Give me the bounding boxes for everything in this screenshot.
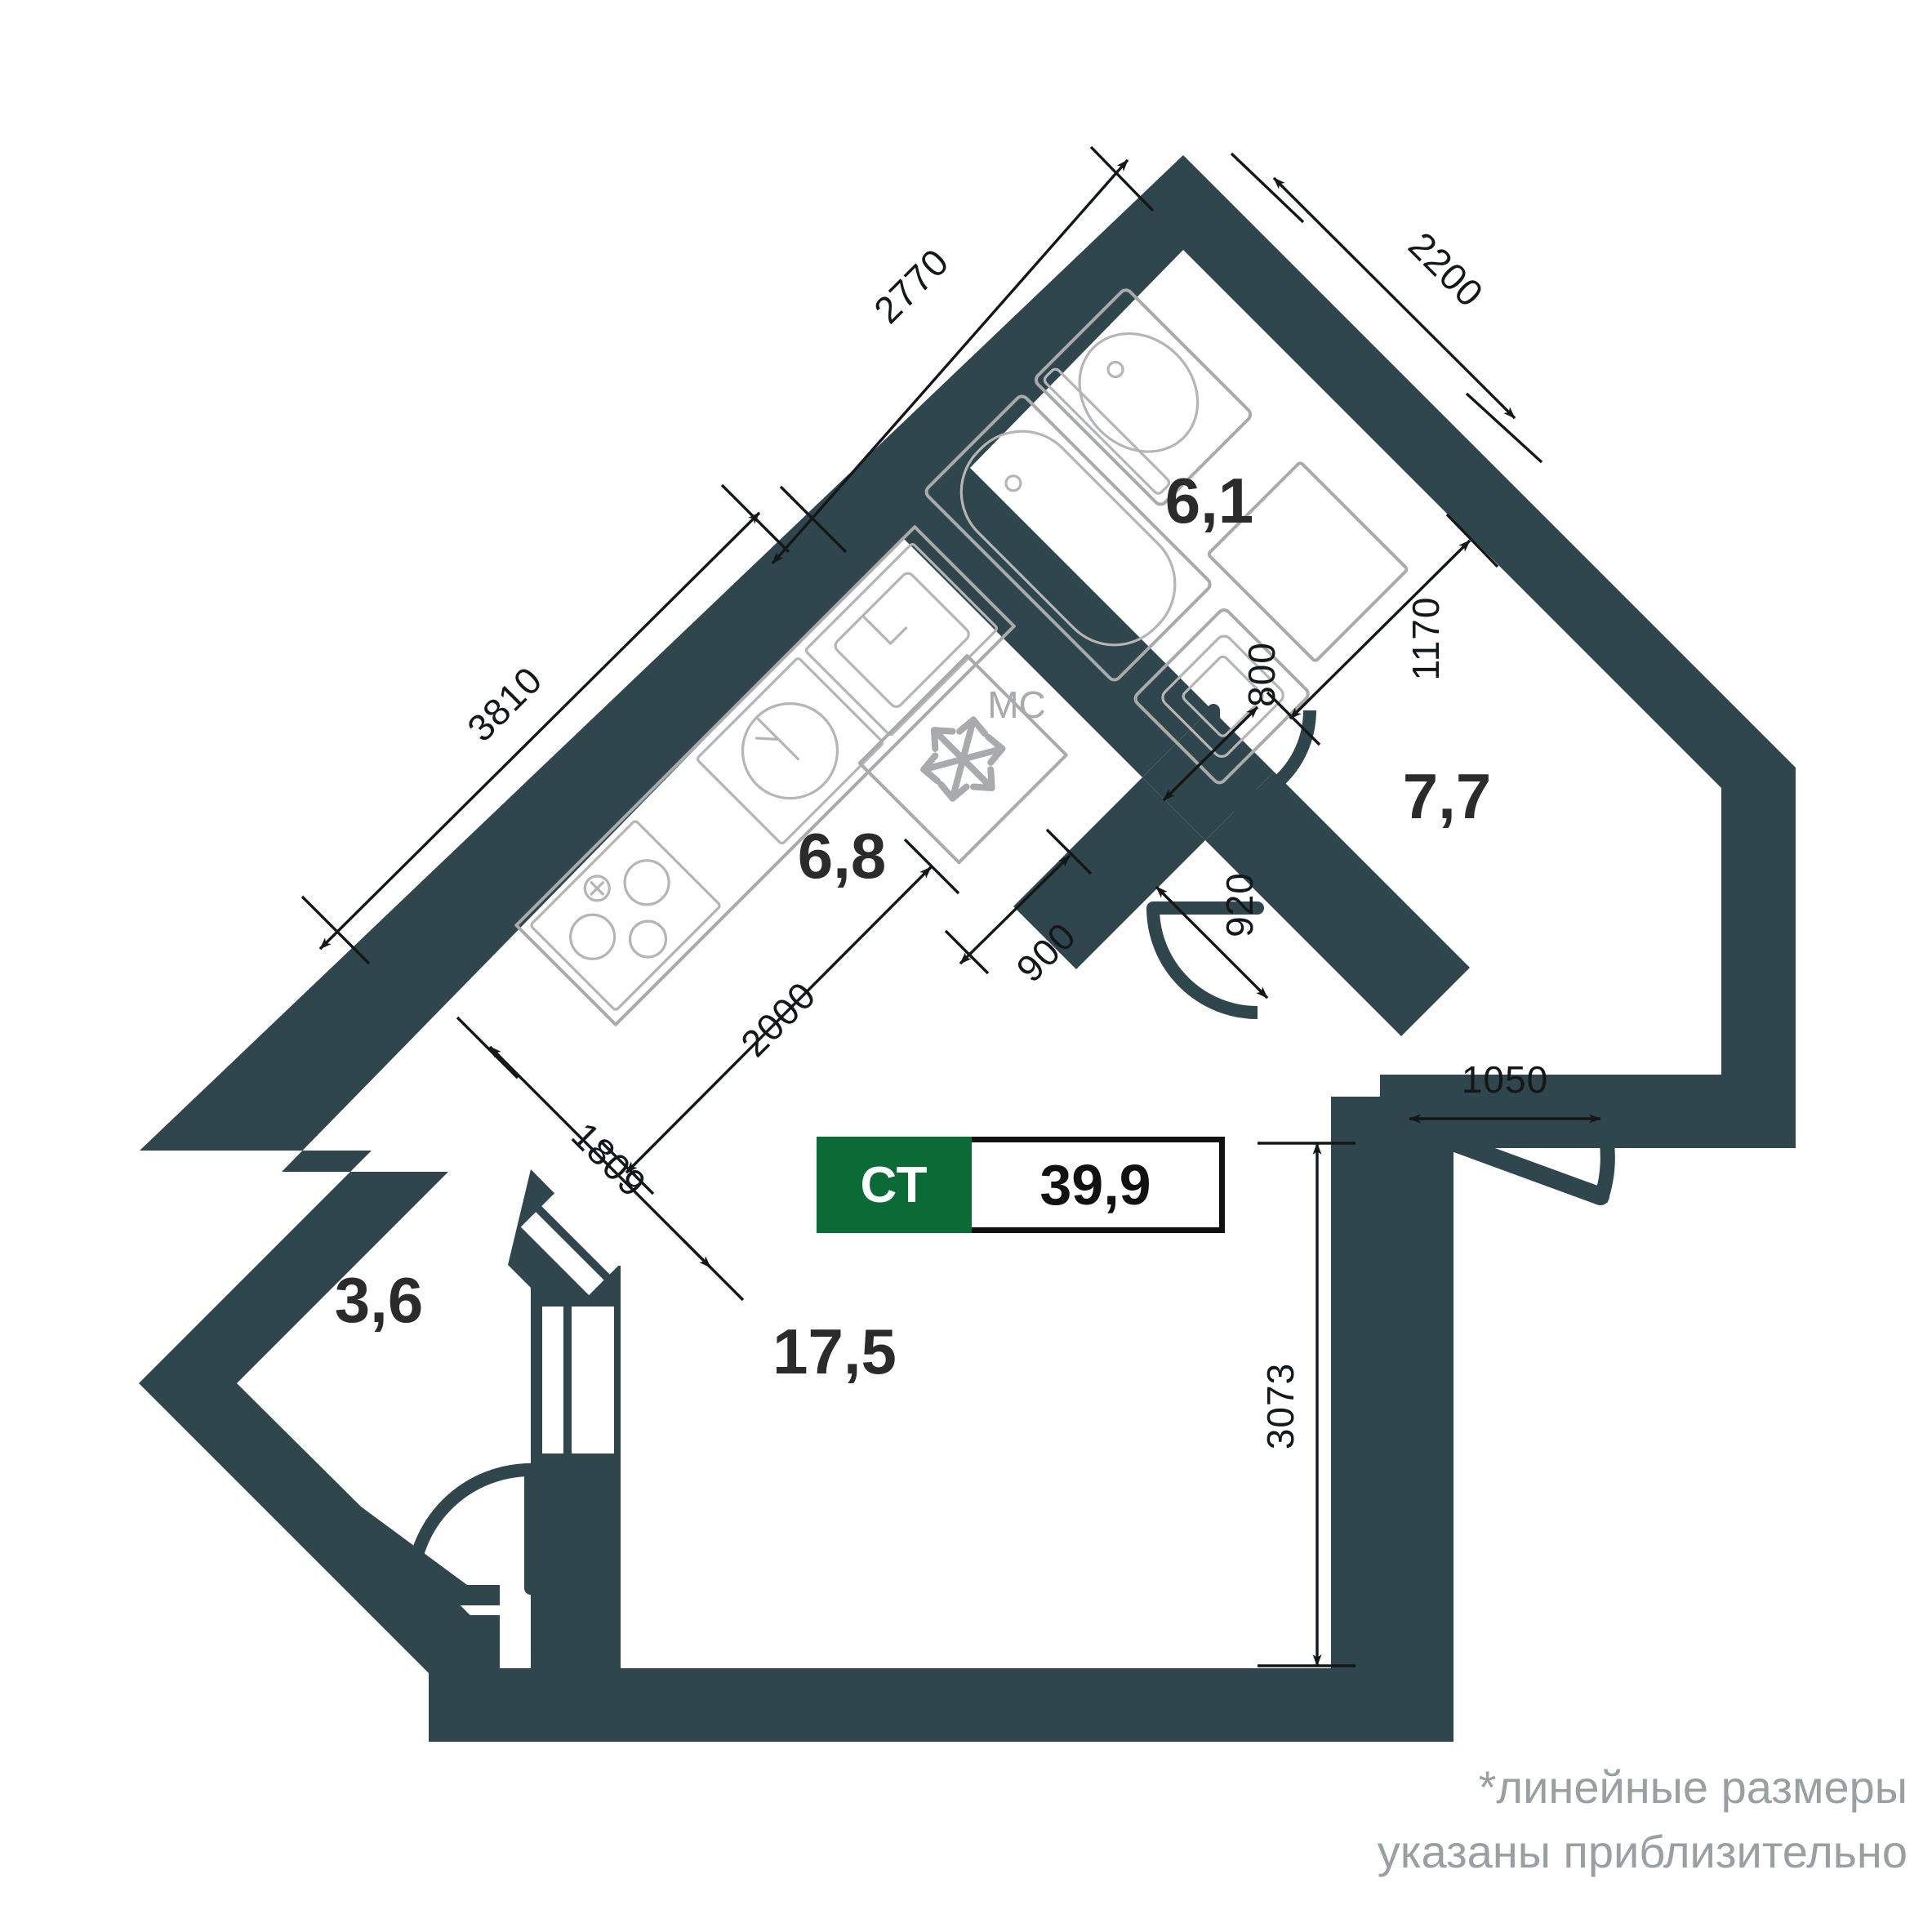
dim-label-1050: 1050	[1462, 1058, 1548, 1101]
dim-label-920: 920	[1218, 872, 1261, 937]
dim-label-800: 800	[1240, 642, 1283, 707]
balcony-parapet-inner	[189, 1359, 500, 1605]
dim-800: 800	[1162, 642, 1283, 802]
dim-3073: 3073	[1258, 1142, 1356, 1667]
door-balcony	[406, 1463, 537, 1595]
dim-1170: 1170	[1266, 513, 1499, 746]
wall-balcony-bottom-stub	[531, 1600, 621, 1668]
room-area-hall: 7,7	[1403, 760, 1491, 832]
refrigerator	[857, 654, 1068, 865]
apartment-type-badge: СТ 39,9	[817, 1137, 1225, 1233]
dishwasher	[804, 543, 998, 737]
dim-label-3073: 3073	[1259, 1363, 1302, 1449]
footnote: *линейные размеры указаны приблизительно	[1378, 1755, 1908, 1885]
footnote-line-1: *линейные размеры	[1478, 1761, 1908, 1813]
badge-area-label: 39,9	[972, 1137, 1225, 1233]
footnote-line-2: указаны приблизительно	[1377, 1826, 1908, 1878]
window-balcony-lower-left	[542, 1307, 563, 1453]
room-area-balcony: 3,6	[335, 1264, 423, 1336]
dim-label-1170: 1170	[1404, 597, 1447, 681]
dim-1050: 1050	[1409, 1058, 1601, 1124]
window-balcony-lower-right	[572, 1307, 614, 1453]
room-area-bathroom: 6,1	[1165, 465, 1253, 536]
dim-920: 920	[1155, 872, 1269, 999]
door-entry	[1391, 1112, 1615, 1205]
room-area-living-room: 17,5	[772, 1315, 897, 1387]
wall-living-right	[1331, 1097, 1400, 1668]
balcony-parapet	[145, 1350, 500, 1645]
room-area-kitchen: 6,8	[798, 820, 886, 892]
snowflake-icon	[920, 716, 1006, 802]
partition-hall-living	[1205, 772, 1470, 1036]
badge-type-label: СТ	[817, 1137, 972, 1233]
